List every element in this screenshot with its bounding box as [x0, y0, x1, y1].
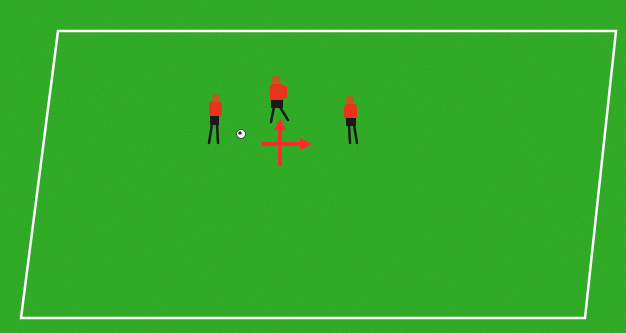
ball: [237, 130, 246, 139]
